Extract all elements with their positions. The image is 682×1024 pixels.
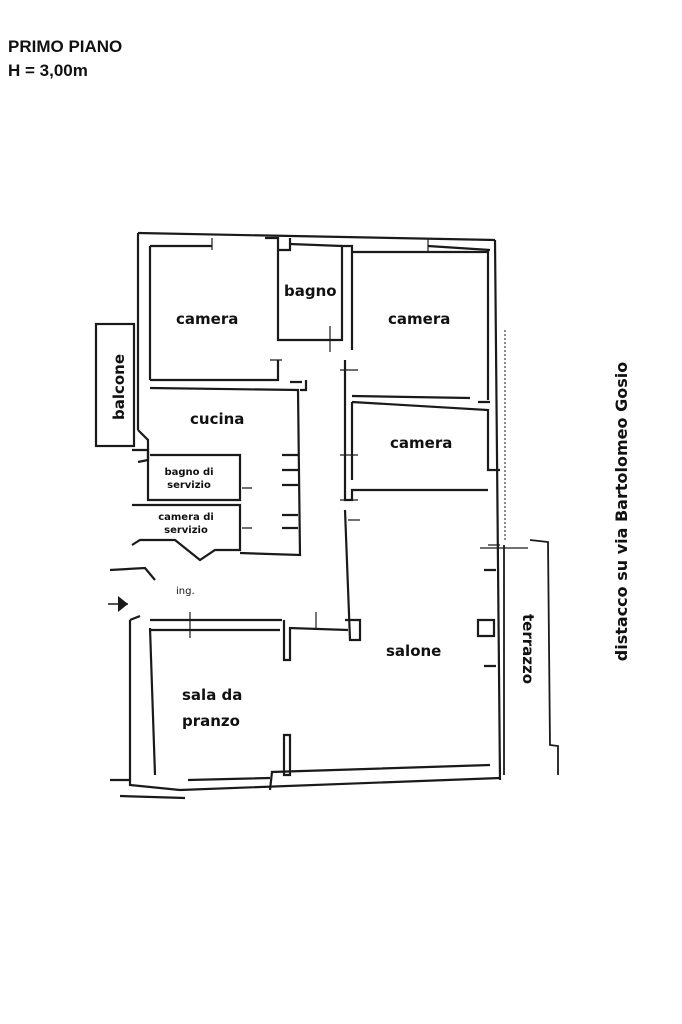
outer-wall-bottom [179, 763, 501, 792]
room-label-terrazzo: terrazzo [519, 613, 538, 685]
room-label-camera-3: camera [390, 434, 453, 452]
balcone-outline [94, 322, 136, 448]
outer-wall-left-upper [136, 233, 152, 430]
terrazzo-boundary [503, 539, 559, 775]
room-label-cucina: cucina [190, 410, 245, 428]
outer-wall-left-lower [128, 620, 181, 792]
ceiling-height: H = 3,00m [8, 61, 88, 80]
bagno-servizio-line-1: bagno di [164, 467, 214, 478]
camera1-bottom-wall [150, 360, 302, 384]
salone-walls [282, 509, 362, 662]
camera-servizio-line-2: servizio [164, 525, 208, 536]
ingresso-walls [109, 566, 156, 622]
room-label-camera-servizio: camera di servizio [156, 511, 216, 537]
dining-partition [282, 733, 292, 777]
room-label-sala-pranzo: sala da pranzo [182, 682, 242, 734]
camera2-walls [351, 250, 490, 404]
room-label-camera-1: camera [176, 310, 239, 328]
salone-right-detail [476, 568, 496, 668]
street-distance-note: distacco su via Bartolomeo Gosio [612, 361, 632, 662]
floor-title: PRIMO PIANO [8, 37, 123, 56]
room-label-camera-2: camera [388, 310, 451, 328]
outer-wall-top [137, 231, 496, 242]
outer-wall-right [486, 239, 502, 781]
room-label-salone: salone [386, 642, 442, 660]
room-label-bagno-servizio: bagno di servizio [164, 466, 214, 492]
corridor-walls [300, 360, 488, 502]
room-label-ingresso: ing. [176, 586, 195, 597]
dining-top-wall [150, 618, 282, 632]
sala-pranzo-line-1: sala da [182, 686, 243, 704]
camera3-walls [350, 400, 500, 480]
entry-door-icon [118, 596, 128, 612]
outer-wall-top-inner [150, 242, 491, 252]
room-label-balcone: balcone [110, 353, 129, 421]
bagno-servizio-walls [132, 448, 298, 502]
camera-servizio-line-1: camera di [158, 512, 214, 523]
window-marks [189, 238, 528, 638]
room-label-bagno: bagno [284, 282, 337, 300]
bagno-walls [265, 236, 354, 350]
sala-pranzo-line-2: pranzo [182, 712, 240, 730]
bagno-servizio-line-2: servizio [167, 480, 211, 491]
outer-wall-bottom-stub [110, 778, 186, 800]
camera-servizio-walls [131, 503, 298, 562]
